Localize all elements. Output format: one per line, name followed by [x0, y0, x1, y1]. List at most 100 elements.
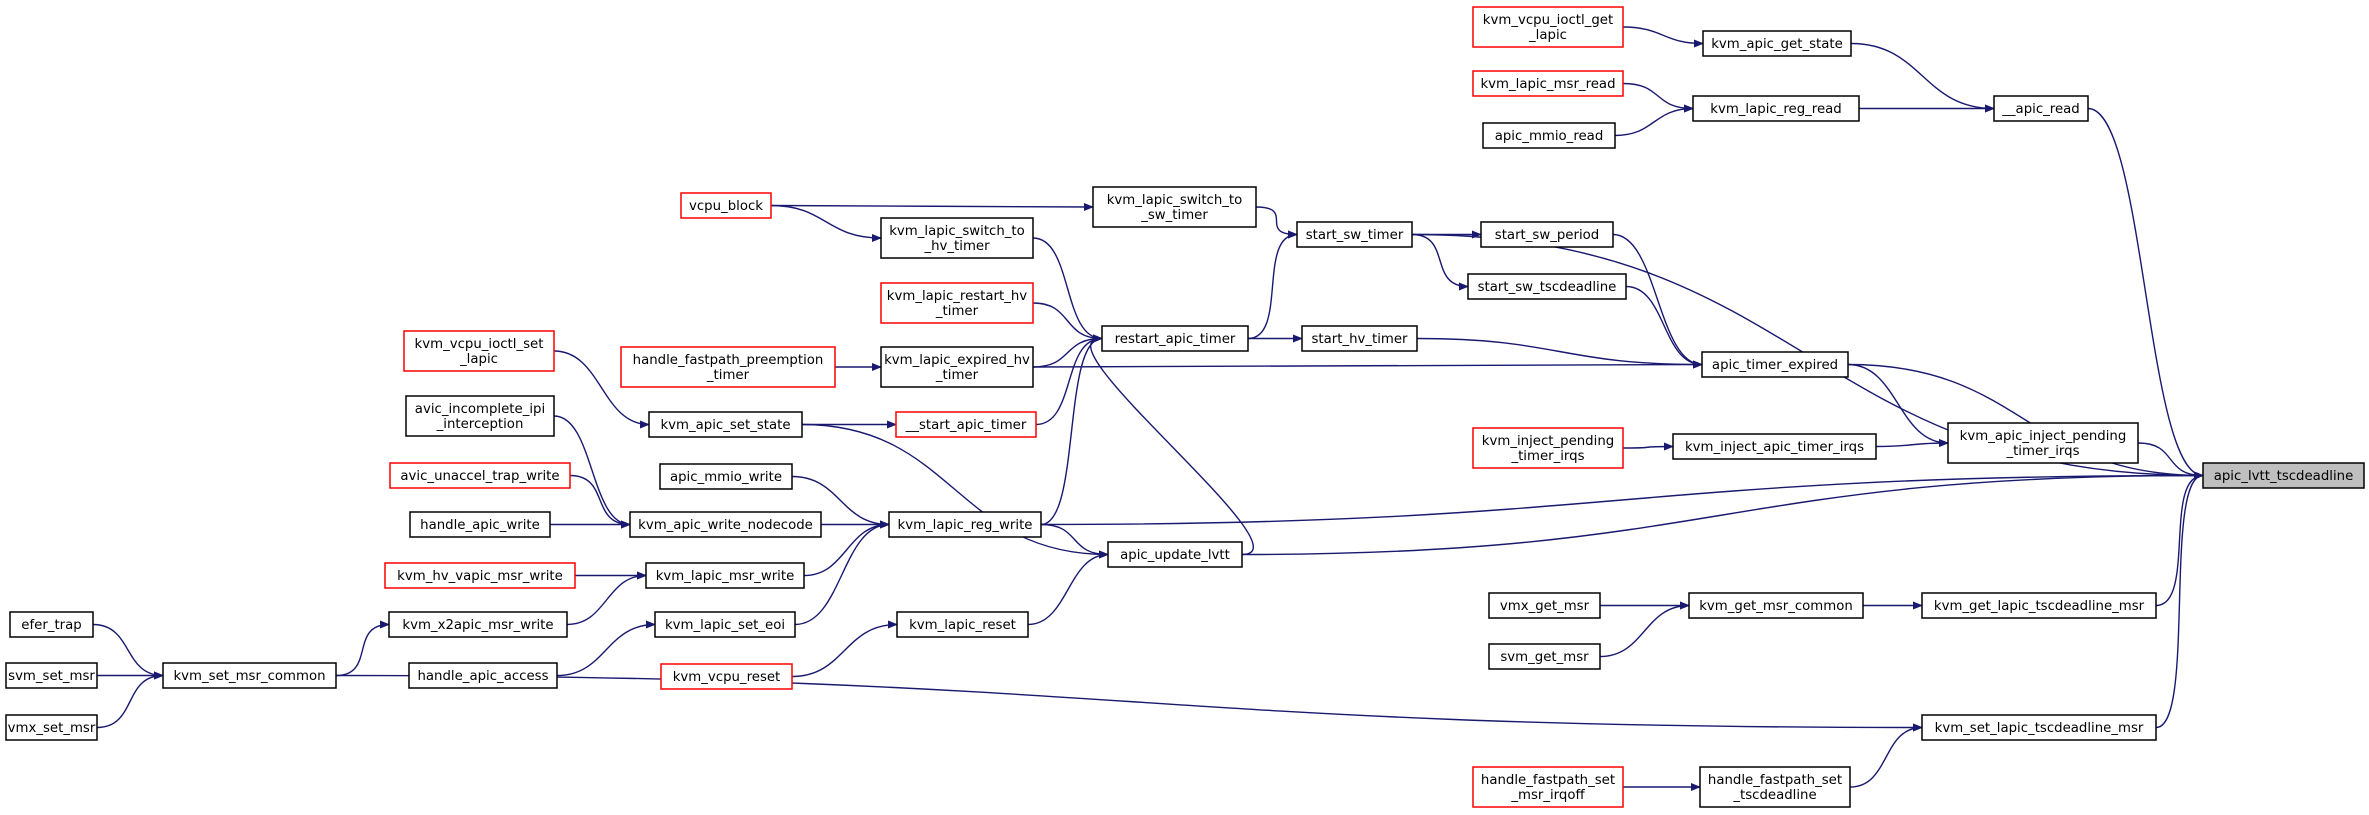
node-box [1921, 592, 2157, 619]
node-label: kvm_hv_vapic_msr_write [397, 569, 563, 584]
node-handle-fastpath-set-msr-irqoff[interactable]: handle_fastpath_set_msr_irqoff [1472, 766, 1624, 808]
node-box [1092, 186, 1257, 228]
node-apic-mmio-read[interactable]: apic_mmio_read [1482, 122, 1616, 149]
node-box [409, 511, 551, 538]
node-avic-unaccel-trap-write[interactable]: avic_unaccel_trap_write [389, 462, 571, 489]
node-kvm-apic-write-nodecode[interactable]: kvm_apic_write_nodecode [629, 511, 822, 538]
node-label: apic_lvtt_tscdeadline [2214, 469, 2354, 484]
node-label: _sw_timer [1140, 208, 1208, 223]
node-box [1993, 95, 2089, 122]
node-handle-fastpath-set-tscdeadline[interactable]: handle_fastpath_set_tscdeadline [1699, 766, 1851, 808]
node-label: _interception [436, 417, 524, 432]
node-kvm-apic-inject-pending-timer-irqs[interactable]: kvm_apic_inject_pending_timer_irqs [1947, 422, 2139, 464]
node-kvm-lapic-msr-read[interactable]: kvm_lapic_msr_read [1472, 70, 1624, 97]
node-apic-timer-expired[interactable]: apic_timer_expired [1701, 351, 1849, 378]
edge-kvm-inject-apic-timer-irqs-to-kvm-apic-inject-pending-timer-irqs [1875, 439, 1949, 448]
node-box [403, 330, 555, 372]
node-label: kvm_vcpu_reset [673, 670, 781, 685]
node-box [5, 662, 98, 689]
node-kvm-get-msr-common[interactable]: kvm_get_msr_common [1688, 592, 1864, 619]
node-handle-apic-access[interactable]: handle_apic_access [408, 662, 558, 689]
node-box [896, 611, 1029, 638]
node-kvm-lapic-reset[interactable]: kvm_lapic_reset [896, 611, 1029, 638]
node-kvm-inject-apic-timer-irqs[interactable]: kvm_inject_apic_timer_irqs [1672, 433, 1877, 460]
node-kvm-lapic-switch-to-hv-timer[interactable]: kvm_lapic_switch_to_hv_timer [880, 217, 1034, 259]
node-kvm-inject-pending-timer-irqs[interactable]: kvm_inject_pending_timer_irqs [1472, 427, 1624, 469]
node-box [388, 611, 568, 638]
edge-handle-fastpath-set-tscdeadline-to-kvm-set-lapic-tscdeadline-msr [1849, 723, 1923, 788]
node-label: handle_apic_write [420, 518, 540, 533]
node-vmx-set-msr[interactable]: vmx_set_msr [5, 714, 98, 741]
node-label: _hv_timer [923, 239, 990, 254]
edge-kvm-apic-inject-pending-timer-irqs-to-apic-lvtt-tscdeadline [2137, 442, 2204, 480]
node-label: avic_incomplete_ipi [415, 402, 545, 417]
node-label: _timer [706, 368, 750, 383]
node-handle-apic-write[interactable]: handle_apic_write [409, 511, 551, 538]
node-start-sw-timer[interactable]: start_sw_timer [1296, 221, 1413, 248]
node-label: apic_mmio_read [1495, 129, 1604, 144]
node-start-sw-period[interactable]: start_sw_period [1480, 221, 1614, 248]
node-apic-lvtt-tscdeadline[interactable]: apic_lvtt_tscdeadline [2202, 462, 2365, 489]
node-label: __start_apic_timer [905, 418, 1027, 433]
node-box [1692, 95, 1860, 122]
node-label: kvm_get_lapic_tscdeadline_msr [1934, 599, 2145, 614]
edge-handle-apic-access-to-kvm-lapic-set-eoi [556, 620, 656, 677]
node-kvm-vcpu-ioctl-set-lapic[interactable]: kvm_vcpu_ioctl_set_lapic [403, 330, 555, 372]
node-avic-incomplete-ipi-interception[interactable]: avic_incomplete_ipi_interception [405, 395, 555, 437]
node-kvm-lapic-expired-hv-timer[interactable]: kvm_lapic_expired_hv_timer [880, 346, 1034, 388]
edge-kvm-apic-set-state-to-apic-update-lvtt [801, 423, 1109, 559]
node-apic-read[interactable]: __apic_read [1993, 95, 2089, 122]
node-box [1701, 351, 1849, 378]
node-efer-trap[interactable]: efer_trap [9, 611, 94, 638]
node-kvm-apic-get-state[interactable]: kvm_apic_get_state [1702, 30, 1852, 57]
edge-apic-update-lvtt-to-apic-lvtt-tscdeadline [1241, 471, 2204, 556]
node-vcpu-block[interactable]: vcpu_block [680, 192, 772, 219]
node-start-sw-tscdeadline[interactable]: start_sw_tscdeadline [1467, 273, 1627, 300]
node-apic-update-lvtt[interactable]: apic_update_lvtt [1107, 541, 1243, 568]
node-box [1472, 766, 1624, 808]
node-label: apic_mmio_write [670, 470, 782, 485]
node-restart-apic-timer[interactable]: restart_apic_timer [1101, 325, 1249, 352]
node-label: vmx_get_msr [1500, 599, 1590, 614]
node-kvm-lapic-restart-hv-timer[interactable]: kvm_lapic_restart_hv_timer [880, 282, 1034, 324]
node-svm-set-msr[interactable]: svm_set_msr [5, 662, 98, 689]
node-kvm-lapic-msr-write[interactable]: kvm_lapic_msr_write [645, 562, 805, 589]
node-label: handle_fastpath_preemption [633, 353, 824, 368]
node-box [660, 663, 793, 690]
node-kvm-lapic-reg-write[interactable]: kvm_lapic_reg_write [888, 511, 1042, 538]
node-label: kvm_lapic_expired_hv [884, 353, 1030, 368]
edge-apic-mmio-read-to-kvm-lapic-reg-read [1614, 104, 1694, 137]
node-kvm-vcpu-reset[interactable]: kvm_vcpu_reset [660, 663, 793, 690]
node-kvm-get-lapic-tscdeadline-msr[interactable]: kvm_get_lapic_tscdeadline_msr [1921, 592, 2157, 619]
node-kvm-set-msr-common[interactable]: kvm_set_msr_common [162, 662, 337, 689]
edge-kvm-set-lapic-tscdeadline-msr-to-apic-lvtt-tscdeadline [2155, 471, 2204, 729]
node-kvm-lapic-set-eoi[interactable]: kvm_lapic_set_eoi [654, 611, 796, 638]
node-handle-fastpath-preemption-timer[interactable]: handle_fastpath_preemption_timer [620, 346, 836, 388]
node-kvm-lapic-switch-to-sw-timer[interactable]: kvm_lapic_switch_to_sw_timer [1092, 186, 1257, 228]
node-apic-mmio-write[interactable]: apic_mmio_write [659, 463, 793, 490]
node-box [1472, 70, 1624, 97]
node-kvm-vcpu-ioctl-get-lapic[interactable]: kvm_vcpu_ioctl_get_lapic [1472, 6, 1624, 48]
node-start-apic-timer[interactable]: __start_apic_timer [895, 411, 1037, 438]
node-label: start_hv_timer [1311, 332, 1408, 347]
node-box [1472, 6, 1624, 48]
node-kvm-x2apic-msr-write[interactable]: kvm_x2apic_msr_write [388, 611, 568, 638]
node-vmx-get-msr[interactable]: vmx_get_msr [1488, 592, 1601, 619]
node-label: _timer [935, 304, 979, 319]
node-kvm-apic-set-state[interactable]: kvm_apic_set_state [648, 411, 803, 438]
edge-apic-timer-expired-to-kvm-apic-inject-pending-timer-irqs [1847, 363, 1949, 447]
node-box [648, 411, 803, 438]
node-label: kvm_lapic_restart_hv [887, 289, 1028, 304]
node-svm-get-msr[interactable]: svm_get_msr [1488, 643, 1601, 670]
node-start-hv-timer[interactable]: start_hv_timer [1301, 325, 1418, 352]
node-label: vmx_set_msr [8, 721, 96, 736]
node-label: kvm_x2apic_msr_write [402, 618, 553, 633]
node-label: _msr_irqoff [1510, 788, 1585, 803]
node-label: svm_get_msr [1500, 650, 1589, 665]
node-kvm-hv-vapic-msr-write[interactable]: kvm_hv_vapic_msr_write [384, 562, 576, 589]
edge-kvm-lapic-reg-write-to-apic-lvtt-tscdeadline [1040, 471, 2204, 526]
node-box [1947, 422, 2139, 464]
node-kvm-set-lapic-tscdeadline-msr[interactable]: kvm_set_lapic_tscdeadline_msr [1921, 714, 2157, 741]
node-kvm-lapic-reg-read[interactable]: kvm_lapic_reg_read [1692, 95, 1860, 122]
